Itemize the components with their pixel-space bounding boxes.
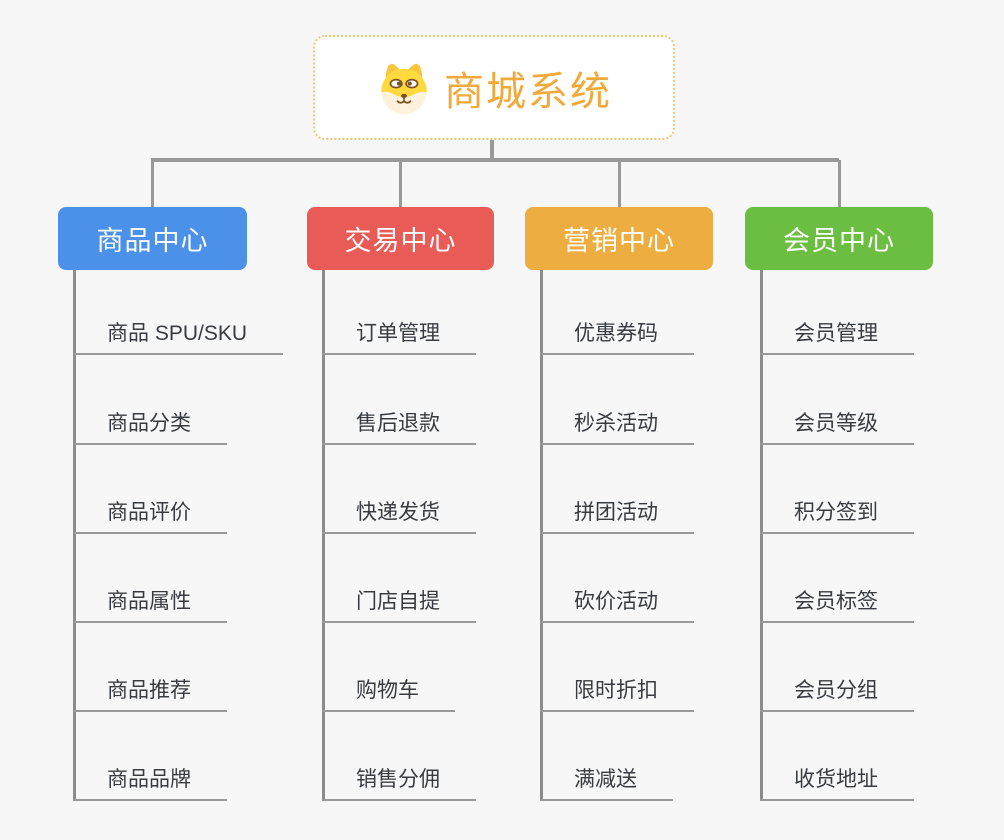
connector-drop-1 [151, 160, 154, 207]
branch-label: 会员中心 [783, 226, 895, 256]
leaf-topic[interactable]: 门店自提 [322, 589, 476, 623]
root-node[interactable]: 商城系统 [313, 35, 675, 140]
root-title: 商城系统 [444, 69, 612, 114]
connector-drop-4 [838, 160, 841, 207]
branch-label: 营销中心 [563, 226, 675, 256]
leaf-topic[interactable]: 快递发货 [322, 500, 476, 534]
connector-trunk-1 [73, 270, 76, 801]
leaf-topic[interactable]: 拼团活动 [540, 500, 694, 534]
connector-drop-3 [618, 160, 621, 207]
leaf-topic[interactable]: 会员等级 [760, 411, 914, 445]
branch-label: 交易中心 [344, 226, 457, 256]
branch-node-member-center[interactable]: 会员中心 [745, 207, 933, 270]
leaf-topic[interactable]: 商品推荐 [73, 678, 227, 712]
leaf-topic[interactable]: 商品属性 [73, 589, 227, 623]
leaf-topic[interactable]: 会员分组 [760, 678, 914, 712]
connector-trunk-4 [760, 270, 763, 801]
leaf-topic[interactable]: 满减送 [540, 767, 673, 801]
leaf-topic[interactable]: 限时折扣 [540, 678, 694, 712]
leaf-topic[interactable]: 销售分佣 [322, 767, 476, 801]
dog-face-icon [376, 60, 432, 116]
leaf-topic[interactable]: 售后退款 [322, 411, 476, 445]
branch-node-product-center[interactable]: 商品中心 [58, 207, 247, 270]
leaf-topic[interactable]: 会员标签 [760, 589, 914, 623]
leaf-topic[interactable]: 购物车 [322, 678, 455, 712]
connector-trunk-3 [540, 270, 543, 801]
leaf-topic[interactable]: 收货地址 [760, 767, 914, 801]
leaf-topic[interactable]: 商品品牌 [73, 767, 227, 801]
leaf-topic[interactable]: 商品 SPU/SKU [73, 321, 284, 355]
branch-label: 商品中心 [96, 226, 209, 256]
branch-node-trade-center[interactable]: 交易中心 [307, 207, 494, 270]
leaf-topic[interactable]: 秒杀活动 [540, 411, 694, 445]
leaf-topic[interactable]: 积分签到 [760, 500, 914, 534]
connector-trunk-2 [322, 270, 325, 801]
connector-drop-2 [399, 160, 402, 207]
branch-node-marketing-center[interactable]: 营销中心 [525, 207, 713, 270]
connector-root-stub [490, 140, 494, 160]
leaf-topic[interactable]: 订单管理 [322, 321, 476, 355]
leaf-topic[interactable]: 砍价活动 [540, 589, 694, 623]
connector-bus [151, 158, 839, 162]
leaf-topic[interactable]: 商品分类 [73, 411, 227, 445]
leaf-topic[interactable]: 会员管理 [760, 321, 914, 355]
leaf-topic[interactable]: 优惠券码 [540, 321, 694, 355]
leaf-topic[interactable]: 商品评价 [73, 500, 227, 534]
